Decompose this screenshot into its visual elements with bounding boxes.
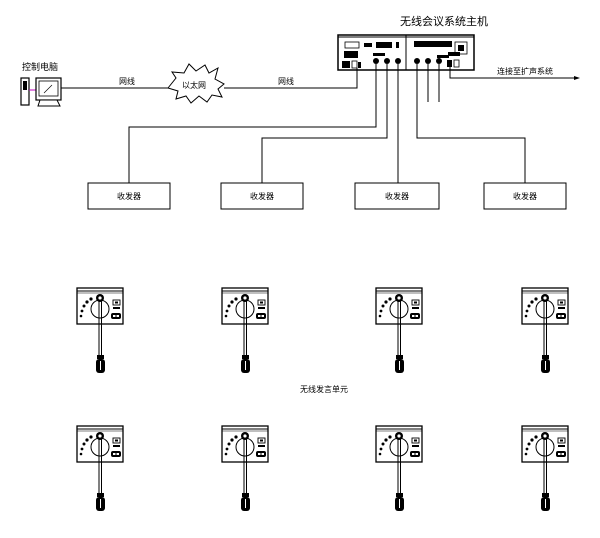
cable-left-label: 网线 [119, 76, 135, 86]
host-cable [224, 68, 358, 89]
host-unit [337, 34, 475, 71]
transceiver-label: 收发器 [513, 191, 537, 201]
transceiver-label: 收发器 [117, 191, 141, 201]
wireless-speaker-unit-7 [375, 425, 423, 512]
transceiver-label: 收发器 [385, 191, 409, 201]
transceiver-3: 收发器 [354, 182, 440, 210]
pa-output-label: 连接至扩声系统 [497, 66, 553, 76]
link-transceiver-1 [128, 64, 377, 183]
cable-right-label: 网线 [278, 76, 294, 86]
link-transceiver-4 [416, 64, 526, 183]
pa-output-plug-icon [574, 76, 580, 80]
transceiver-4: 收发器 [483, 182, 567, 210]
link-transceiver-2 [261, 64, 388, 183]
transceiver-1: 收发器 [87, 182, 171, 210]
wireless-speaker-unit-2 [221, 287, 269, 374]
ethernet-label: 以太网 [182, 80, 206, 90]
wireless-speaker-unit-8 [521, 425, 569, 512]
ethernet-cloud-icon [167, 63, 225, 104]
pa-output-line [449, 67, 574, 79]
control-pc-label: 控制电脑 [22, 61, 58, 73]
control-pc-icon [20, 77, 62, 107]
wireless-speaker-unit-3 [375, 287, 423, 374]
wireless-speaker-unit-4 [521, 287, 569, 374]
speaker-units-group [76, 287, 569, 512]
wireless-speaker-unit-6 [221, 425, 269, 512]
wireless-speaker-unit-1 [76, 287, 124, 374]
host-label: 无线会议系统主机 [400, 14, 488, 28]
speaker-units-label: 无线发言单元 [300, 384, 348, 394]
wireless-speaker-unit-5 [76, 425, 124, 512]
transceiver-2: 收发器 [220, 182, 304, 210]
transceiver-label: 收发器 [250, 191, 274, 201]
